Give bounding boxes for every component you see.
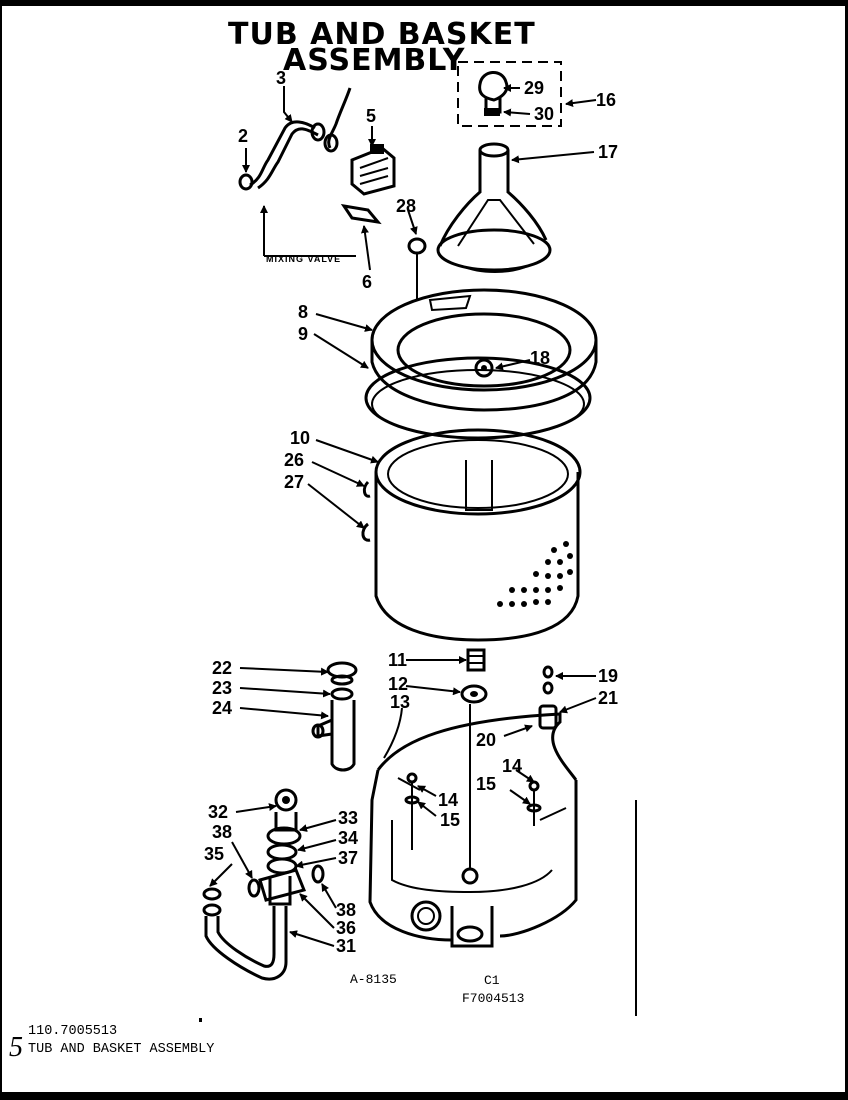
basket-part xyxy=(374,428,582,642)
callout-37: 37 xyxy=(338,848,358,868)
callout-8: 8 xyxy=(298,302,308,322)
footer-model-number: 110.7005513 xyxy=(28,1024,118,1039)
callout-15-left: 15 xyxy=(440,810,460,830)
callout-14-right: 14 xyxy=(502,756,522,776)
hose-clamp-part xyxy=(238,173,254,191)
footer-section-title: TUB AND BASKET ASSEMBLY xyxy=(28,1042,215,1057)
frame-border-right xyxy=(845,0,848,1100)
dashed-group-box xyxy=(457,61,562,127)
callout-5: 5 xyxy=(366,106,376,126)
diagram-title-line-2: ASSEMBLY xyxy=(283,43,466,78)
tub-cover-nut-part xyxy=(474,358,494,378)
hose-clamp-upper-part xyxy=(323,87,352,153)
callout-24: 24 xyxy=(212,698,232,718)
callout-32: 32 xyxy=(208,802,228,822)
callout-31: 31 xyxy=(336,936,356,956)
drawing-code: A-8135 xyxy=(350,972,397,987)
frame-border-top xyxy=(0,0,848,6)
callout-35: 35 xyxy=(204,844,224,864)
drain-valve-part xyxy=(266,788,302,906)
agitator-part xyxy=(436,142,552,273)
drain-tee-part xyxy=(247,864,325,902)
callout-15-right: 15 xyxy=(476,774,496,794)
callout-30: 30 xyxy=(534,104,554,124)
callout-12: 12 xyxy=(388,674,408,694)
basket-clip-parts xyxy=(361,480,371,542)
callout-20: 20 xyxy=(476,730,496,750)
hub-seal-part xyxy=(460,684,488,704)
callout-38-left: 38 xyxy=(212,822,232,842)
callout-17: 17 xyxy=(598,142,618,162)
callout-16: 16 xyxy=(596,90,616,110)
seal-part xyxy=(407,237,427,300)
callout-2: 2 xyxy=(238,126,248,146)
diagram-title-line-1: TUB AND BASKET xyxy=(228,17,536,52)
mixing-valve-part xyxy=(350,144,396,196)
callout-6: 6 xyxy=(362,272,372,292)
footer-dot xyxy=(199,1018,202,1022)
gasket-part xyxy=(364,356,592,440)
mixing-valve-label: MIXING VALVE xyxy=(266,254,341,264)
callout-3: 3 xyxy=(276,68,286,88)
spacer-part xyxy=(538,704,558,730)
tub-ring-part xyxy=(370,288,598,412)
mixing-valve-pointer xyxy=(260,205,356,257)
drain-hose-part xyxy=(202,887,288,981)
figure-code: C1 xyxy=(484,973,500,988)
callout-38-right: 38 xyxy=(336,900,356,920)
callout-18: 18 xyxy=(530,348,550,368)
callout-34: 34 xyxy=(338,828,358,848)
hub-nut-part xyxy=(466,648,486,672)
callout-27: 27 xyxy=(284,472,304,492)
inlet-tube-part xyxy=(311,661,358,772)
callout-29: 29 xyxy=(524,78,544,98)
valve-bracket-part xyxy=(340,203,382,225)
callout-21: 21 xyxy=(598,688,618,708)
callout-13: 13 xyxy=(390,692,410,712)
washer-part xyxy=(542,665,554,695)
frame-border-bottom xyxy=(0,1092,848,1100)
callout-14-left: 14 xyxy=(438,790,458,810)
callout-19: 19 xyxy=(598,666,618,686)
footer-page-mark: 5 xyxy=(9,1032,23,1063)
outer-tub-part xyxy=(368,712,578,948)
frame-border-left xyxy=(0,0,2,1100)
callout-labels: 2 3 5 6 8 9 10 11 12 13 14 15 14 15 16 1… xyxy=(204,68,618,956)
callout-28: 28 xyxy=(396,196,416,216)
basket-perforations xyxy=(497,541,573,607)
callout-11: 11 xyxy=(388,650,407,670)
callout-23: 23 xyxy=(212,678,232,698)
callout-36: 36 xyxy=(336,918,356,938)
agitator-cap-part xyxy=(478,71,509,116)
callout-10: 10 xyxy=(290,428,310,448)
callout-33: 33 xyxy=(338,808,358,828)
inlet-hose-part xyxy=(249,120,326,190)
callout-9: 9 xyxy=(298,324,308,344)
leader-lines xyxy=(209,84,597,947)
tub-bolt-parts xyxy=(404,772,542,850)
callout-26: 26 xyxy=(284,450,304,470)
callout-22: 22 xyxy=(212,658,232,678)
part-number: F7004513 xyxy=(462,991,524,1006)
